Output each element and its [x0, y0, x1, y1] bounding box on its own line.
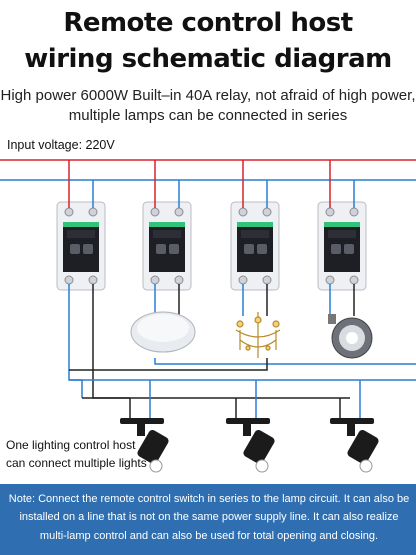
ceiling-lamp-icon	[130, 311, 196, 353]
input-voltage-label: Input voltage: 220V	[7, 138, 115, 152]
switch-feed-wires	[68, 160, 355, 208]
track-light-1	[120, 418, 169, 473]
supply-wires	[0, 159, 416, 181]
switch-unit-3	[230, 201, 280, 291]
switch-unit-2	[142, 201, 192, 291]
footer-note-text: Note: Connect the remote control switch …	[8, 493, 410, 542]
subtitle-line-2: multiple lamps can be connected in serie…	[68, 107, 348, 124]
diagram-title-line-1: Remote control host	[63, 8, 353, 38]
switch-unit-1	[56, 201, 106, 291]
track-light-3	[330, 418, 379, 473]
switch-unit-4	[317, 201, 367, 291]
subtitle-line-1: High power 6000W Built–in 40A relay, not…	[0, 87, 416, 104]
track-light-2	[226, 418, 275, 473]
lighting-host-note-line-1: One lighting control host	[6, 438, 136, 452]
diagram-title-line-2: wiring schematic diagram	[24, 44, 392, 74]
footer-note-box	[0, 484, 416, 555]
lighting-host-note: One lighting control host can connect mu…	[6, 436, 147, 472]
chandelier-icon	[235, 312, 281, 358]
lighting-host-note-line-2: can connect multiple lights	[6, 456, 147, 470]
wiring-schematic	[0, 159, 416, 473]
floodlight-icon	[328, 314, 373, 359]
switch-output-wires	[68, 284, 416, 420]
